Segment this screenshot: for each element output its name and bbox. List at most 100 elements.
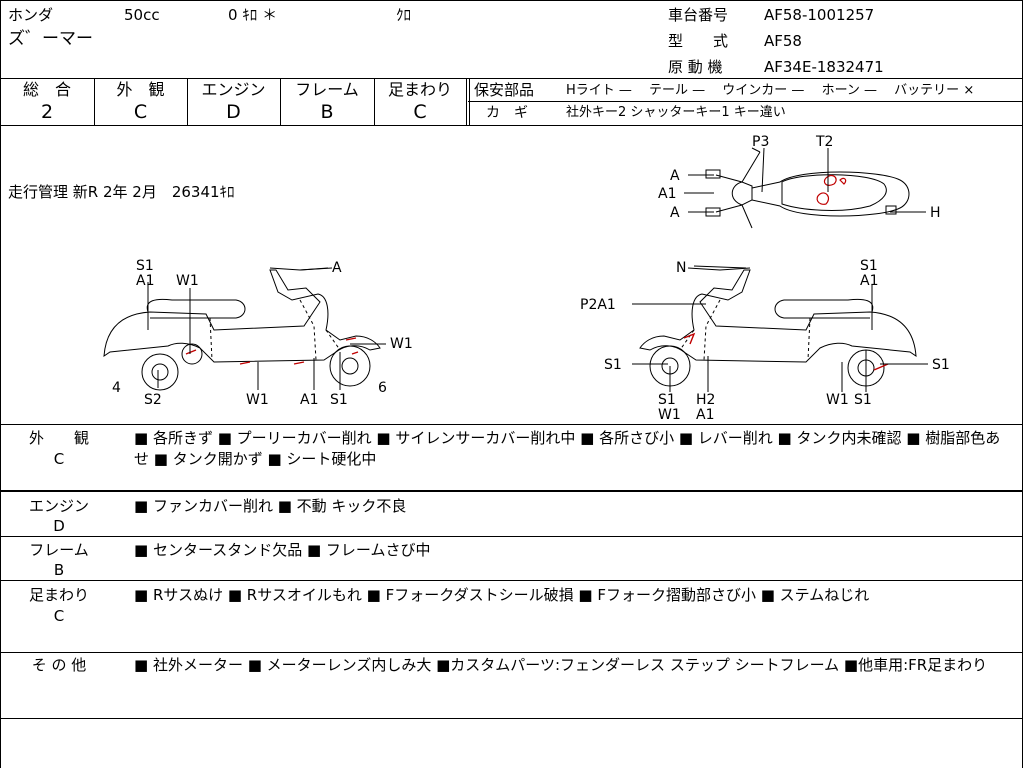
section-label-suspension: 足まわり [28,586,89,604]
left-side-diagram: S1 A1 W1 A W1 4 S2 W1 A1 S1 6 [103,258,413,408]
section-divider-4 [0,652,1022,653]
grade-divider-1 [94,78,95,125]
section-text-frame: ■ センタースタンド欠品 ■ フレームさび中 [134,541,431,559]
section-label-exterior: 外 観 [28,429,89,447]
grade-divider-5 [466,78,467,125]
top-label-p3: P3 [752,134,769,150]
grade-label-engine: エンジン [201,80,266,99]
left-label-w1-bottom: W1 [246,392,269,408]
grade-divider-4 [374,78,375,125]
maker: ホンダ [8,6,54,24]
section-label-engine: エンジン [28,497,89,515]
color: ｸﾛ [396,6,412,24]
key-info: 社外キー2 シャッターキー1 キー違い [566,105,786,120]
section-text-exterior: ■ 各所きず ■ プーリーカバー削れ ■ サイレンサーカバー削れ中 ■ 各所さび… [134,429,1001,468]
right-label-h2: H2 [696,392,715,408]
frame-no-label: 車台番号 [668,6,729,24]
section-label-other: そ の 他 [31,656,87,674]
engine-no: AF34E-1832471 [764,58,884,76]
damage-mark-left-2 [239,361,251,365]
right-label-w1-bottom: W1 [658,407,681,423]
engine-label: 原 動 機 [668,58,723,76]
frame-top [0,0,1022,1]
damage-mark-left-4 [345,337,359,355]
section-label-frame: フレーム [29,541,89,559]
right-side-diagram: N S1 A1 P2A1 S1 S1 S1 W1 H2 A1 W1 S1 [580,258,950,423]
damage-mark-right-1 [683,332,696,345]
section-divider-5 [0,718,1022,719]
grade-value-exterior: C [133,101,148,123]
left-label-s1: S1 [136,258,154,274]
top-label-a1: A1 [658,186,676,202]
damage-mark-seat [816,174,847,205]
top-view-diagram: P3 T2 A A1 A H [658,134,941,229]
right-label-a1-bottom: A1 [696,407,714,423]
section-divider-3 [0,580,1022,581]
grade-value-overall: 2 [40,101,54,123]
mileage-management: 走行管理 新R 2年 2月 26341ｷﾛ [8,183,235,201]
grade-divider-3 [280,78,281,125]
section-divider-0 [0,424,1022,425]
left-front-wheel [329,345,371,387]
section-grade-exterior: C [53,450,65,468]
right-label-p2a1: P2A1 [580,297,616,313]
top-label-h: H [930,205,941,221]
left-label-a: A [332,260,342,276]
grade-value-suspension: C [413,101,427,123]
right-body [639,269,917,363]
right-label-s1-rear: S1 [854,392,872,408]
right-label-s1-right: S1 [932,357,950,373]
right-label-w1-rear: W1 [826,392,849,408]
grade-divider-6 [469,78,470,125]
frame-left [0,0,1,768]
left-label-6: 6 [378,380,387,396]
grade-row-top [0,78,1022,79]
right-label-s1-top: S1 [860,258,878,274]
displacement: 50cc [124,6,160,24]
top-label-a-upper: A [670,168,680,184]
section-grade-frame: B [53,561,65,579]
section-divider-1b [0,491,1022,492]
right-label-s1-bottom: S1 [658,392,676,408]
top-label-a-lower: A [670,205,680,221]
top-rear [885,205,897,215]
section-text-suspension: ■ Rサスぬけ ■ Rサスオイルもれ ■ Fフォークダストシール破損 ■ Fフォ… [134,586,870,604]
grade-label-overall: 総 合 [22,80,71,99]
right-seat [774,298,874,319]
section-grade-suspension: C [53,607,65,625]
safety-divider [468,101,1022,102]
damage-mark-right-2 [873,363,889,371]
section-divider-1 [0,490,1022,491]
left-label-s1-bottom: S1 [330,392,348,408]
safety-items: Hライト — テール — ウインカー — ホーン — バッテリー × [566,83,975,98]
top-handlebar [715,151,761,213]
grade-label-suspension: 足まわり [387,80,452,99]
section-grade-engine: D [53,517,65,535]
left-rear-wheel [141,353,179,391]
top-seat [781,174,887,211]
grade-label-frame: フレーム [295,80,359,99]
left-label-a1-bottom: A1 [300,392,318,408]
grade-label-exterior: 外 観 [116,80,165,99]
safety-label: 保安部品 [474,81,535,99]
frame-right [1022,0,1023,768]
left-label-a1: A1 [136,273,154,289]
left-label-4: 4 [112,380,121,396]
right-label-s1-left: S1 [604,357,622,373]
frame-no: AF58-1001257 [764,6,875,24]
damage-mark-left-3 [293,361,305,365]
left-label-s2: S2 [144,392,162,408]
top-body [751,171,910,217]
key-label: カ ギ [486,105,528,121]
left-label-w1-top: W1 [176,273,199,289]
model-name: ズ゛ーマー [8,29,93,49]
right-label-n: N [676,260,686,276]
grade-divider-2 [187,78,188,125]
left-seat [146,298,246,319]
damage-mark-left-1 [185,349,197,355]
section-text-engine: ■ ファンカバー削れ ■ 不動 キック不良 [134,497,407,515]
left-label-w1-right: W1 [390,336,413,352]
grade-value-frame: B [320,101,334,123]
type-value: AF58 [764,32,802,50]
top-mirror-left [705,169,721,179]
